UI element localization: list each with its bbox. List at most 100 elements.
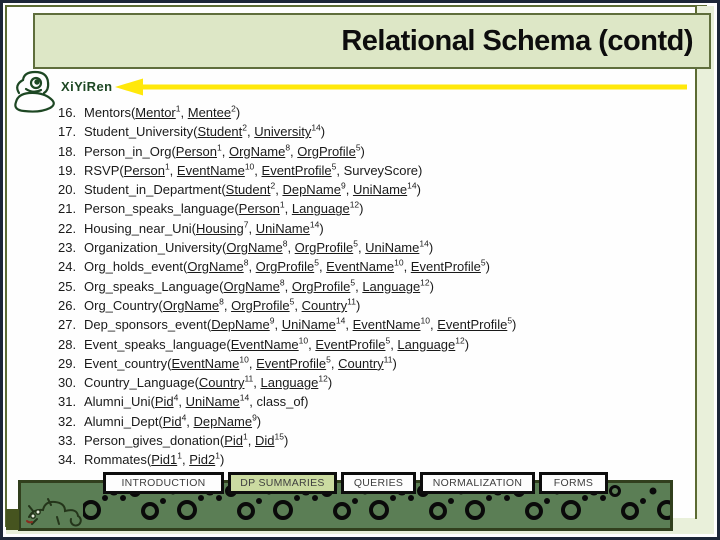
item-number: 32.	[58, 413, 77, 429]
key-attribute: Person	[238, 201, 280, 217]
gecko-icon	[26, 498, 82, 527]
schema-list-item: 19. RSVP(Person1, EventName10, EventProfi…	[58, 161, 516, 180]
key-attribute: DepName	[193, 413, 253, 429]
item-number: 23.	[58, 240, 77, 256]
key-attribute: OrgName	[228, 143, 286, 159]
schema-list-item: 24. Org_holds_event(OrgName8, OrgProfile5…	[58, 257, 516, 276]
item-number: 33.	[58, 433, 77, 449]
snail-doodle-icon	[11, 69, 59, 120]
relation-definition: Country_Language(Country11, Language12)	[84, 373, 333, 391]
relation-definition: Event_country(EventName10, EventProfile5…	[84, 354, 397, 371]
schema-list-item: 30. Country_Language(Country11, Language1…	[58, 373, 516, 392]
key-attribute: Person	[175, 143, 217, 159]
item-number: 19.	[58, 162, 77, 178]
schema-list-item: 31. Alumni_Uni(Pid4, UniName14, class_of)	[58, 392, 516, 411]
attribute: SurveyScore	[343, 162, 419, 178]
key-attribute: EventName	[230, 336, 299, 352]
item-number: 17.	[58, 124, 77, 140]
key-attribute: Language	[260, 375, 319, 391]
key-attribute: OrgName	[162, 297, 220, 313]
key-attribute: EventName	[171, 355, 240, 371]
key-attribute: OrgName	[187, 259, 244, 275]
key-attribute: Pid	[224, 433, 244, 449]
key-attribute: Student	[225, 182, 271, 198]
item-number: 29.	[58, 355, 77, 371]
key-attribute: Pid	[154, 394, 174, 410]
schema-list: 16.Mentors(Mentor1, Mentee2)17.Student_U…	[58, 103, 516, 470]
schema-list-item: 18. Person_in_Org(Person1, OrgName8, OrgP…	[58, 142, 516, 161]
title-box: Relational Schema (contd)	[33, 13, 711, 69]
key-attribute: Country	[338, 355, 384, 371]
key-attribute: Country	[301, 297, 348, 313]
key-attribute: Mentor	[135, 105, 176, 120]
left-arrow-icon	[115, 77, 689, 102]
key-attribute: EventName	[326, 259, 395, 275]
schema-list-item: 25.Org_speaks_Language(OrgName8, OrgProf…	[58, 277, 516, 296]
schema-list-item: 22. Housing_near_Uni(Housing7, UniName14)	[58, 219, 516, 238]
schema-list-item: 33.Person_gives_donation(Pid1, Did15)	[58, 431, 516, 450]
bottom-left-notch	[6, 509, 19, 530]
key-attribute: OrgName	[226, 240, 283, 256]
schema-list-item: 23. Organization_University(OrgName8, Org…	[58, 238, 516, 257]
nav-button-introduction[interactable]: INTRODUCTION	[103, 472, 224, 494]
attribute: class_of	[256, 394, 305, 410]
key-attribute: Pid	[162, 413, 182, 429]
key-attribute: EventProfile	[256, 355, 327, 371]
page-title: Relational Schema (contd)	[341, 24, 693, 57]
item-number: 18.	[58, 143, 77, 159]
schema-list-item: 27.Dep_sponsors_event(DepName9, UniName1…	[58, 315, 516, 334]
relation-definition: RSVP(Person1, EventName10, EventProfile5…	[84, 161, 423, 178]
key-attribute: DepName	[282, 182, 341, 198]
item-number: 28.	[58, 336, 77, 352]
nav-button-forms[interactable]: FORMS	[539, 472, 608, 494]
schema-list-item: 21.Person_speaks_language(Person1, Langu…	[58, 199, 516, 218]
key-attribute: DepName	[211, 317, 270, 333]
relation-definition: Mentors(Mentor1, Mentee2)	[84, 103, 241, 120]
schema-list-item: 32. Alumni_Dept(Pid4, DepName9)	[58, 412, 516, 431]
key-attribute: EventProfile	[410, 259, 481, 275]
key-attribute: OrgProfile	[294, 240, 354, 256]
relation-definition: Housing_near_Uni(Housing7, UniName14)	[84, 219, 324, 236]
item-number: 16.	[58, 105, 77, 120]
item-number: 30.	[58, 375, 77, 391]
key-attribute: Student	[197, 124, 243, 140]
nav-button-normalization[interactable]: NORMALIZATION	[420, 472, 535, 494]
relation-definition: Alumni_Dept(Pid4, DepName9)	[84, 412, 262, 429]
nav-button-queries[interactable]: QUERIES	[341, 472, 416, 494]
key-attribute: University	[254, 124, 312, 140]
relation-definition: Student_in_Department(Student2, DepName9…	[84, 180, 421, 198]
schema-list-item: 26.Org_Country(OrgName8, OrgProfile5, Co…	[58, 296, 516, 315]
key-attribute: Language	[291, 201, 350, 217]
key-attribute: Person	[123, 162, 165, 178]
key-attribute: UniName	[185, 394, 240, 410]
relation-definition: Organization_University(OrgName8, OrgPro…	[84, 238, 434, 256]
nav-button-dp-summaries[interactable]: DP SUMMARIES	[228, 472, 337, 494]
item-number: 25.	[58, 278, 77, 294]
relation-definition: Alumni_Uni(Pid4, UniName14, class_of)	[84, 393, 309, 410]
relation-definition: Person_speaks_language(Person1, Language…	[84, 200, 364, 217]
relation-definition: Event_speaks_language(EventName10, Event…	[84, 335, 470, 352]
key-attribute: EventProfile	[315, 336, 386, 352]
item-number: 24.	[58, 259, 77, 275]
key-attribute: Language	[362, 278, 421, 294]
key-attribute: UniName	[365, 240, 420, 256]
relation-definition: Person_in_Org(Person1, OrgName8, OrgProf…	[84, 142, 365, 159]
key-attribute: Did	[254, 433, 275, 449]
key-attribute: Country	[198, 375, 245, 391]
item-number: 26.	[58, 297, 77, 313]
item-number: 22.	[58, 220, 77, 236]
key-attribute: EventProfile	[261, 162, 332, 178]
key-attribute: Housing	[196, 220, 244, 236]
key-attribute: Pid2	[189, 452, 216, 468]
key-attribute: OrgProfile	[255, 259, 315, 275]
schema-list-item: 34.Rommates(Pid11, Pid21)	[58, 450, 516, 469]
item-number: 31.	[58, 394, 77, 410]
schema-list-item: 20.Student_in_Department(Student2, DepNa…	[58, 180, 516, 199]
relation-definition: Org_holds_event(OrgName8, OrgProfile5, E…	[84, 258, 490, 275]
key-attribute: OrgProfile	[231, 297, 290, 313]
inner-frame-line	[5, 5, 707, 527]
key-attribute: UniName	[352, 182, 408, 198]
schema-list-item: 29. Event_country(EventName10, EventProfi…	[58, 354, 516, 373]
